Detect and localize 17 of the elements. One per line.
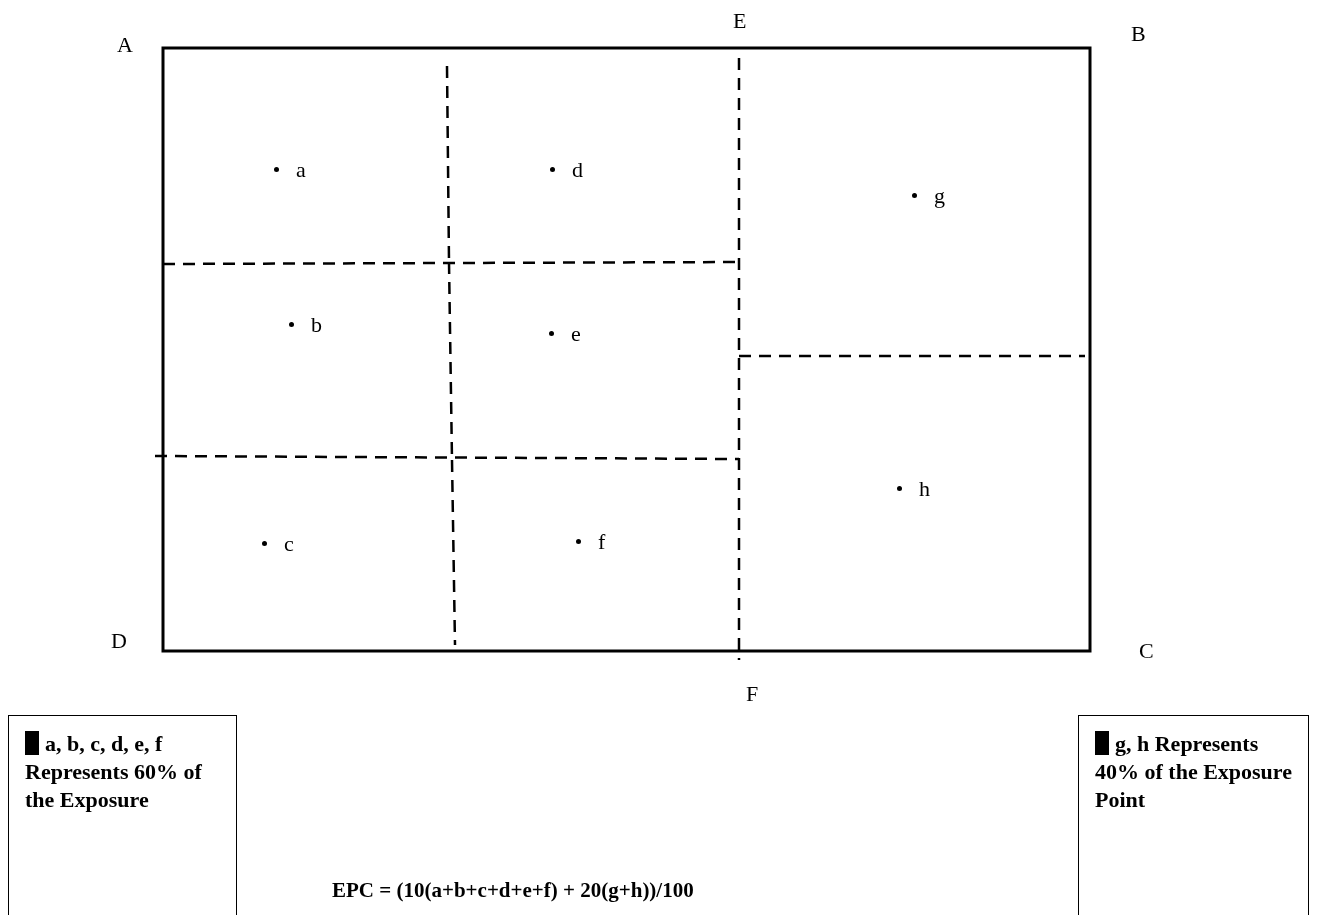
sample-point-label: h <box>919 478 930 500</box>
corner-label: D <box>111 630 127 652</box>
sample-point-label: a <box>296 159 306 181</box>
corner-label: A <box>117 34 133 56</box>
sample-point-label: g <box>934 185 945 207</box>
sample-point-label: d <box>572 159 583 181</box>
sample-point-label: f <box>598 531 606 553</box>
sample-point-label: b <box>311 314 322 336</box>
formula-text: EPC = (10(a+b+c+d+e+f) + 20(g+h))/100 <box>332 880 694 901</box>
corner-label: E <box>733 10 747 32</box>
sample-point-label: c <box>284 533 294 555</box>
legend-text: g, h Represents 40% of the Exposure Point <box>1095 731 1292 812</box>
legend-text: a, b, c, d, e, f Represents 60% of the Exposure <box>25 731 202 812</box>
sample-point-label: e <box>571 323 581 345</box>
corner-label: F <box>746 683 759 705</box>
corner-label: C <box>1139 640 1154 662</box>
corner-label: B <box>1131 23 1146 45</box>
